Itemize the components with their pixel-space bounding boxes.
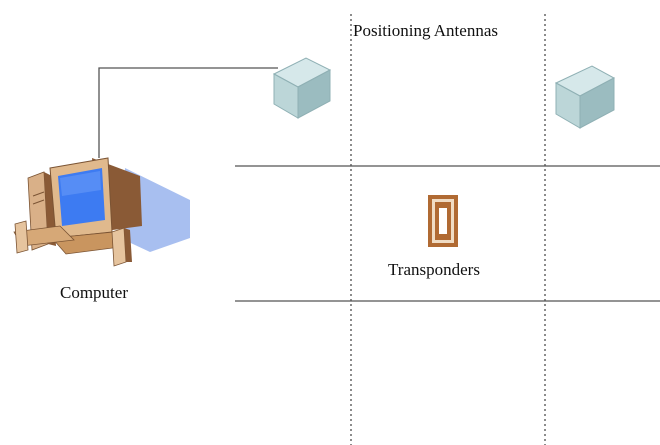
transponder-tag-icon (428, 195, 458, 247)
antenna-cube-icon (554, 65, 616, 129)
antenna-cube-icon (272, 57, 332, 119)
computer-label: Computer (60, 283, 128, 302)
connection-wire (98, 67, 278, 158)
computer-icon (13, 157, 190, 267)
transponders-label: Transponders (388, 260, 480, 279)
positioning-antennas-label: Positioning Antennas (353, 21, 498, 40)
